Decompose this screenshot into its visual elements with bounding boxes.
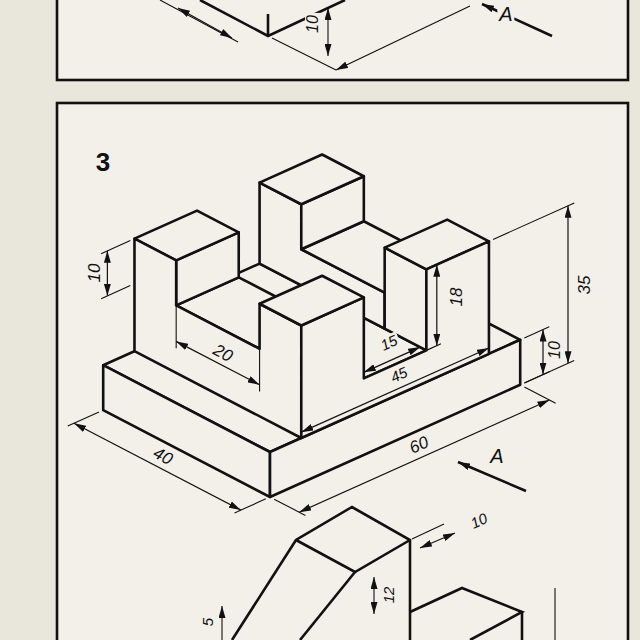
dimension-value: 10 [86,262,103,285]
dimension-line [301,348,489,432]
extension-line [524,372,549,383]
dimension-value: 45 [387,364,412,386]
dimension-line [299,400,549,512]
panel-number-box: 3 [94,149,112,175]
extension-line [101,286,130,299]
panel-frame [57,0,628,80]
dimension-value-box: 10 [466,509,491,532]
extension-line [274,499,305,515]
part-face [134,239,301,438]
extension-line [68,412,99,426]
dimension-value-box: 10 [305,13,321,35]
panel-number: 3 [94,149,112,175]
extension-line [412,524,444,539]
dimension-line [176,341,259,384]
dimension-value: 40 [149,443,177,469]
figure-edge [200,0,345,36]
extension-line [426,344,441,351]
dimension-value-box: 18 [447,285,464,308]
dimension-line [107,251,108,296]
view-letter: A [488,446,505,466]
dimension-line [178,8,232,38]
view-letter: A [497,4,514,24]
figure-edge [300,572,355,640]
dimension-line [373,577,374,614]
extension-line [524,361,574,383]
extension-line [524,387,555,403]
view-arrow [482,4,552,36]
part-face [260,276,364,326]
dimension-line [554,588,555,640]
partial-figure [222,507,555,640]
extension-line [160,0,238,42]
extension-line [235,499,266,513]
dimension-value-box: 15 [376,331,401,354]
view-arrow [458,462,526,491]
figure-edge [232,507,410,640]
partial-figure [160,0,552,70]
dimension-value: 60 [405,432,433,457]
panel-frame [57,103,628,640]
dimension-value: 20 [209,340,237,366]
dimension-value: 35 [576,273,593,296]
dimensions [68,203,575,515]
part-face [260,155,364,205]
dimension-value-box: 20 [209,340,237,366]
dimension-value: 12 [381,585,396,606]
dimension-line [542,330,543,375]
dimension-value: 10 [305,13,321,35]
dimension-value-box: 12 [381,585,397,606]
dimension-value: 5 [200,616,215,628]
isometric-part [103,155,520,497]
dimension-value-box: 10 [86,262,103,285]
figure-edge [521,612,524,640]
extension-line [493,203,574,239]
extension-line [101,241,130,254]
figure-edge [296,540,410,572]
dimension-value-box: 35 [576,273,593,296]
dimension-value: 10 [466,509,491,531]
dimension-value: 10 [547,339,563,361]
dimension-line [221,606,222,640]
extension-line [426,263,441,270]
dimension-value: 18 [447,285,464,308]
dimension-line [567,206,568,363]
part-face [301,241,489,438]
dimension-line [436,265,437,346]
dimension-value-box: 5 [200,616,216,628]
dimension-line [74,423,241,510]
dimension-value-box: 40 [149,443,177,469]
dimension-value-box: 45 [387,364,412,387]
dimension-line [327,8,328,56]
dimension-line [336,6,470,70]
extension-line [272,38,336,70]
extension-line [524,327,549,338]
view-letter-box: A [488,446,505,466]
dimension-value: 15 [376,331,401,353]
dimension-line [420,533,455,548]
figure-edge [410,588,522,640]
dimension-value-box: 60 [405,432,433,457]
figure-edge [267,14,270,36]
dimension-value-box: 10 [547,339,563,361]
view-letter-box: A [497,4,514,24]
